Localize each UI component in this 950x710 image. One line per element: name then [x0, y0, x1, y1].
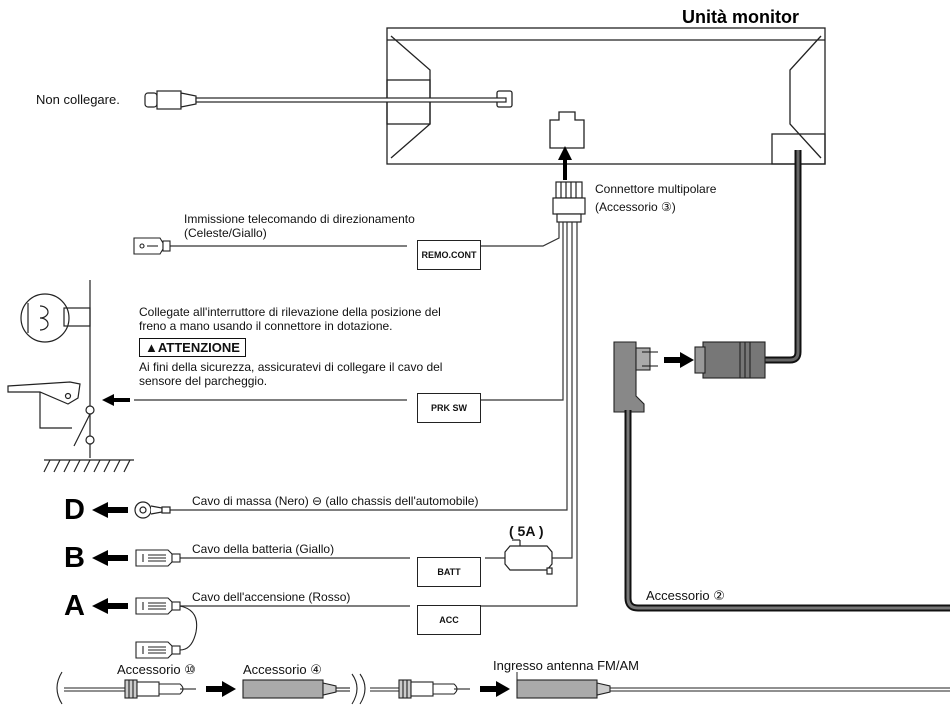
fuse-label: ( 5A ) [509, 523, 544, 539]
parking-brake-illustration [7, 280, 134, 473]
accessorio-4-label: Accessorio ④ [243, 662, 322, 677]
antenna-input-label: Ingresso antenna FM/AM [493, 658, 639, 673]
multipin-connector [552, 181, 586, 223]
attenzione-badge: ▲ATTENZIONE [139, 338, 246, 357]
batteria-label: Cavo della batteria (Giallo) [192, 542, 335, 556]
accessorio-10-label: Accessorio ⑩ [117, 662, 196, 677]
monitor-unit-body [386, 27, 826, 165]
angle-plug-accessorio-2 [613, 341, 658, 413]
battery-plug [135, 549, 181, 567]
accessorio-10-arrow [206, 681, 236, 697]
freno-label-2: freno a mano usando il connettore in dot… [139, 319, 393, 333]
sicurezza-label-2: sensore del parcheggio. [139, 374, 268, 388]
tag-acc: ACC [417, 605, 481, 635]
a-arrow [92, 598, 128, 614]
letter-a: A [64, 590, 85, 622]
parking-arrow [102, 394, 130, 406]
antenna-line-bottom [56, 671, 950, 705]
d-arrow [92, 502, 128, 518]
accessory-plug [135, 597, 198, 659]
fuse-holder [504, 539, 553, 575]
tag-prk-sw: PRK SW [417, 393, 481, 423]
accessorio-2-label: Accessorio ② [646, 588, 725, 603]
insert-arrow [558, 146, 572, 180]
tag-batt: BATT [417, 557, 481, 587]
immissione-label-2: (Celeste/Giallo) [184, 226, 267, 240]
monitor-antenna-plug [694, 341, 766, 379]
letter-b: B [64, 542, 85, 574]
immissione-label-1: Immissione telecomando di direzionamento [184, 212, 415, 226]
sicurezza-label-1: Ai fini della sicurezza, assicuratevi di… [139, 360, 443, 374]
letter-d: D [64, 494, 85, 526]
accessorio-2-cable [624, 410, 950, 612]
b-arrow [92, 550, 128, 566]
connettore-label-2: (Accessorio ③) [595, 200, 676, 214]
accensione-label: Cavo dell'accensione (Rosso) [192, 590, 351, 604]
freno-label-1: Collegate all'interruttore di rilevazion… [139, 305, 441, 319]
antenna-input-arrow [480, 681, 510, 697]
massa-label: Cavo di massa (Nero) ⊖ (allo chassis del… [192, 494, 479, 508]
wire-bundle [134, 222, 578, 607]
connettore-label-1: Connettore multipolare [595, 182, 717, 196]
monitor-unit-title: Unità monitor [682, 7, 799, 27]
tag-remo-cont: REMO.CONT [417, 240, 481, 270]
antenna-cable-monitor [765, 150, 802, 364]
attenzione-label: ATTENZIONE [157, 340, 240, 355]
ground-terminal [134, 501, 171, 519]
antenna-plug-arrow [664, 352, 694, 368]
remote-plug [133, 237, 171, 255]
non-collegare-label: Non collegare. [36, 92, 120, 107]
non-collegare-plug [144, 90, 507, 110]
warning-icon: ▲ [145, 340, 158, 355]
